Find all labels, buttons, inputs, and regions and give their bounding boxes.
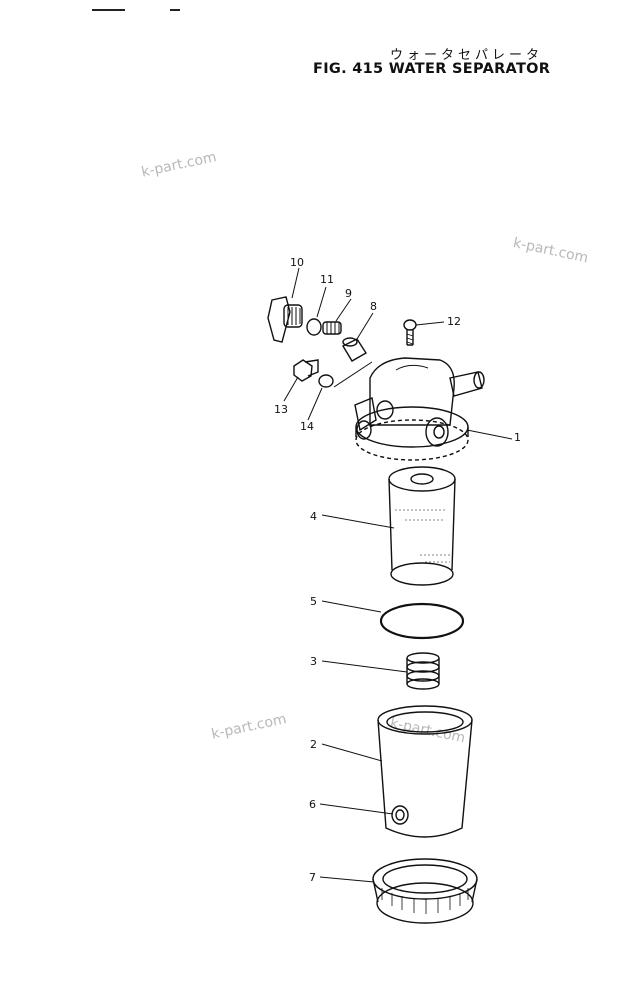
part-4-filter-element — [388, 466, 456, 586]
part-2-bowl — [377, 705, 473, 838]
part-7-ring-nut — [372, 858, 478, 924]
callout-10: 10 — [290, 256, 304, 269]
part-11-o-ring — [306, 318, 322, 336]
callout-13: 13 — [274, 403, 288, 416]
part-12-bleeder-screw — [403, 319, 417, 346]
part-13-plug — [293, 359, 319, 382]
figure-title-japanese: ウォータセパレータ — [390, 48, 544, 63]
part-6-drain-plug — [391, 805, 409, 825]
part-8-plug — [342, 337, 367, 362]
callout-14: 14 — [300, 420, 314, 433]
callout-8: 8 — [370, 300, 377, 313]
part-14-gasket — [318, 374, 334, 388]
leader-lines — [283, 267, 513, 883]
callout-6: 6 — [309, 798, 316, 811]
part-3-spring — [406, 652, 440, 690]
callout-labels: 10 11 9 8 12 13 14 1 4 5 3 2 6 7 — [274, 256, 521, 884]
callout-4: 4 — [310, 510, 317, 523]
top-rule-mark — [170, 9, 180, 11]
top-rule-mark — [92, 9, 125, 11]
callout-11: 11 — [320, 273, 334, 286]
callout-9: 9 — [345, 287, 352, 300]
callout-12: 12 — [447, 315, 461, 328]
callout-2: 2 — [310, 738, 317, 751]
callout-1: 1 — [514, 431, 521, 444]
part-1-filter-head — [354, 357, 485, 461]
callout-7: 7 — [309, 871, 316, 884]
callout-3: 3 — [310, 655, 317, 668]
figure-title: FIG. 415 WATER SEPARATOR — [313, 61, 551, 77]
part-9-spring — [322, 321, 342, 335]
callout-5: 5 — [310, 595, 317, 608]
part-10-drain-lever — [267, 296, 303, 343]
part-5-o-ring — [379, 602, 465, 640]
